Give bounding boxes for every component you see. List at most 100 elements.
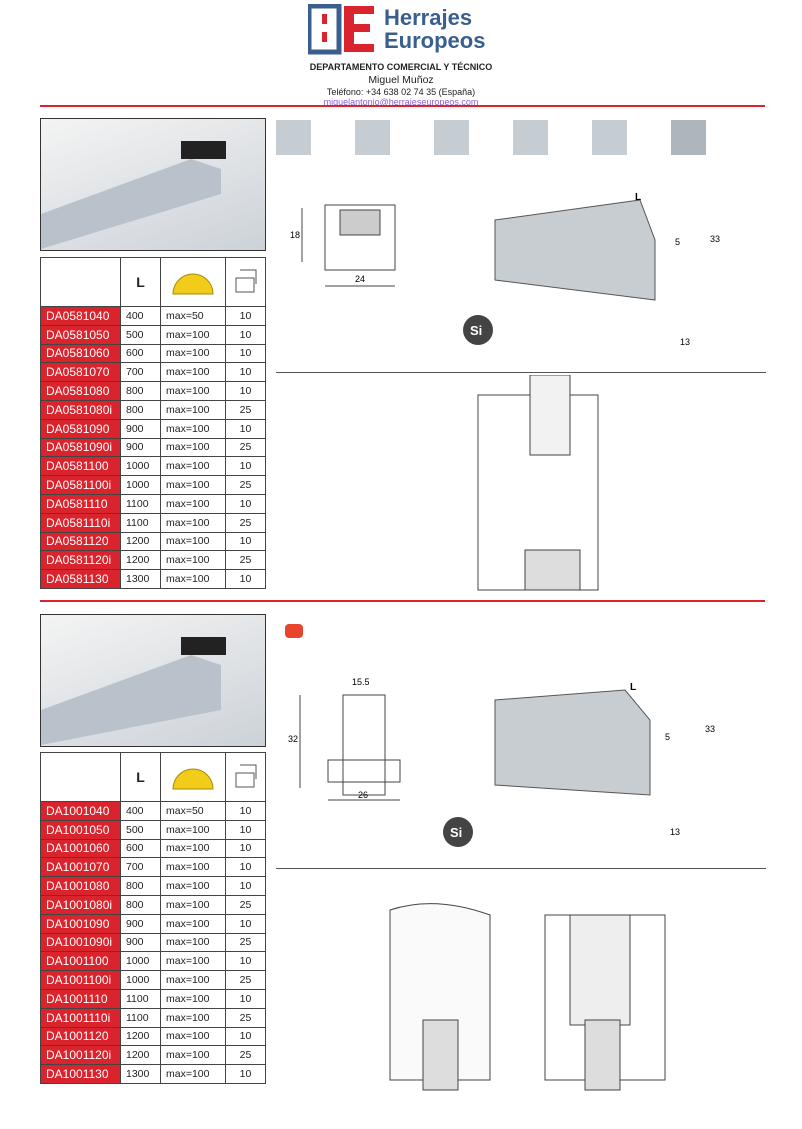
cut-range: max=100	[160, 418, 226, 439]
phone: Teléfono: +34 638 02 74 35 (España)	[326, 87, 476, 97]
product-code: DA1001060	[40, 838, 121, 859]
product-code: DA0581130	[40, 569, 121, 589]
length: 1100	[120, 512, 161, 533]
product-code: DA1001100	[40, 951, 121, 972]
divider	[276, 868, 766, 869]
dim-5: 5	[675, 237, 680, 247]
product-code: DA1001090i	[40, 932, 121, 953]
pack-quantity: 25	[225, 932, 266, 953]
pack-quantity: 10	[225, 418, 266, 439]
pack-quantity: 25	[225, 970, 266, 990]
length: 1100	[120, 1007, 161, 1028]
cut-range: max=100	[160, 913, 226, 934]
length: 1100	[120, 988, 161, 1009]
length: 1000	[120, 951, 161, 972]
cut-range: max=100	[160, 399, 226, 420]
pack-quantity: 10	[225, 456, 266, 477]
product-code: DA0581080	[40, 381, 121, 401]
pack-quantity: 10	[225, 306, 266, 326]
length: 1000	[120, 456, 161, 477]
cut-range: max=100	[160, 988, 226, 1009]
length: 1300	[120, 569, 161, 589]
pack-quantity: 10	[225, 838, 266, 859]
length: 400	[120, 801, 161, 821]
pack-quantity: 10	[225, 1064, 266, 1084]
cut-range: max=50	[160, 306, 226, 326]
product-code: DA1001100i	[40, 970, 121, 990]
length: 800	[120, 381, 161, 401]
divider	[40, 600, 765, 602]
si-badge: Si	[450, 825, 462, 840]
product-code: DA0581100i	[40, 475, 121, 495]
pack-quantity: 10	[225, 343, 266, 364]
cut-range: max=100	[160, 970, 226, 990]
cut-range: max=100	[160, 493, 226, 514]
product-photo-2	[40, 614, 266, 747]
si-badge: Si	[470, 323, 482, 338]
email-link[interactable]: miguelantonio@herrajeseuropeos.com	[323, 97, 479, 107]
cut-range: max=100	[160, 1045, 226, 1066]
cut-range: max=100	[160, 838, 226, 859]
cut-range: max=100	[160, 932, 226, 953]
cut-range: max=100	[160, 362, 226, 383]
pack-quantity: 25	[225, 475, 266, 495]
water-drop-icon	[592, 120, 627, 155]
cut-range: max=100	[160, 1007, 226, 1028]
product-code: DA1001090	[40, 913, 121, 934]
pack-quantity: 25	[225, 399, 266, 420]
brand-line-1: Herrajes	[384, 5, 473, 30]
product-code: DA0581090i	[40, 437, 121, 458]
cut-range: max=100	[160, 857, 226, 878]
divider	[40, 105, 765, 107]
cut-range: max=100	[160, 894, 226, 915]
length: 700	[120, 857, 161, 878]
pack-quantity: 25	[225, 437, 266, 458]
pack-quantity: 10	[225, 569, 266, 589]
cut-range: max=100	[160, 569, 226, 589]
length: 500	[120, 324, 161, 345]
contact-name: Miguel Muñoz	[368, 74, 434, 86]
pack-quantity: 25	[225, 550, 266, 571]
length: 900	[120, 418, 161, 439]
length: 800	[120, 894, 161, 915]
pack-quantity: 10	[225, 951, 266, 972]
length: 900	[120, 932, 161, 953]
box-icon	[225, 257, 266, 307]
dim-top: 15.5	[352, 677, 370, 687]
cut-range: max=100	[160, 1026, 226, 1047]
installation-drawing-1	[477, 375, 599, 591]
cut-range: max=100	[160, 381, 226, 401]
cut-range: max=100	[160, 876, 226, 896]
product-code: DA0581060	[40, 343, 121, 364]
product-code: DA0581110i	[40, 512, 121, 533]
technical-drawing-2: 15.5 32 26 L 5 33 13 Si	[288, 677, 715, 847]
cut-range: max=50	[160, 801, 226, 821]
product-code: DA1001080	[40, 876, 121, 896]
pack-quantity: 10	[225, 857, 266, 878]
product-code: DA0581070	[40, 362, 121, 383]
pack-quantity: 25	[225, 894, 266, 915]
pack-quantity: 10	[225, 988, 266, 1009]
product-code: DA1001130	[40, 1064, 121, 1084]
profile-icon	[671, 120, 706, 155]
pack-quantity: 10	[225, 531, 266, 552]
product-code: DA0581120i	[40, 550, 121, 571]
product-code: DA1001110	[40, 988, 121, 1009]
dim-13: 13	[670, 827, 680, 837]
dim-33: 33	[710, 234, 720, 244]
